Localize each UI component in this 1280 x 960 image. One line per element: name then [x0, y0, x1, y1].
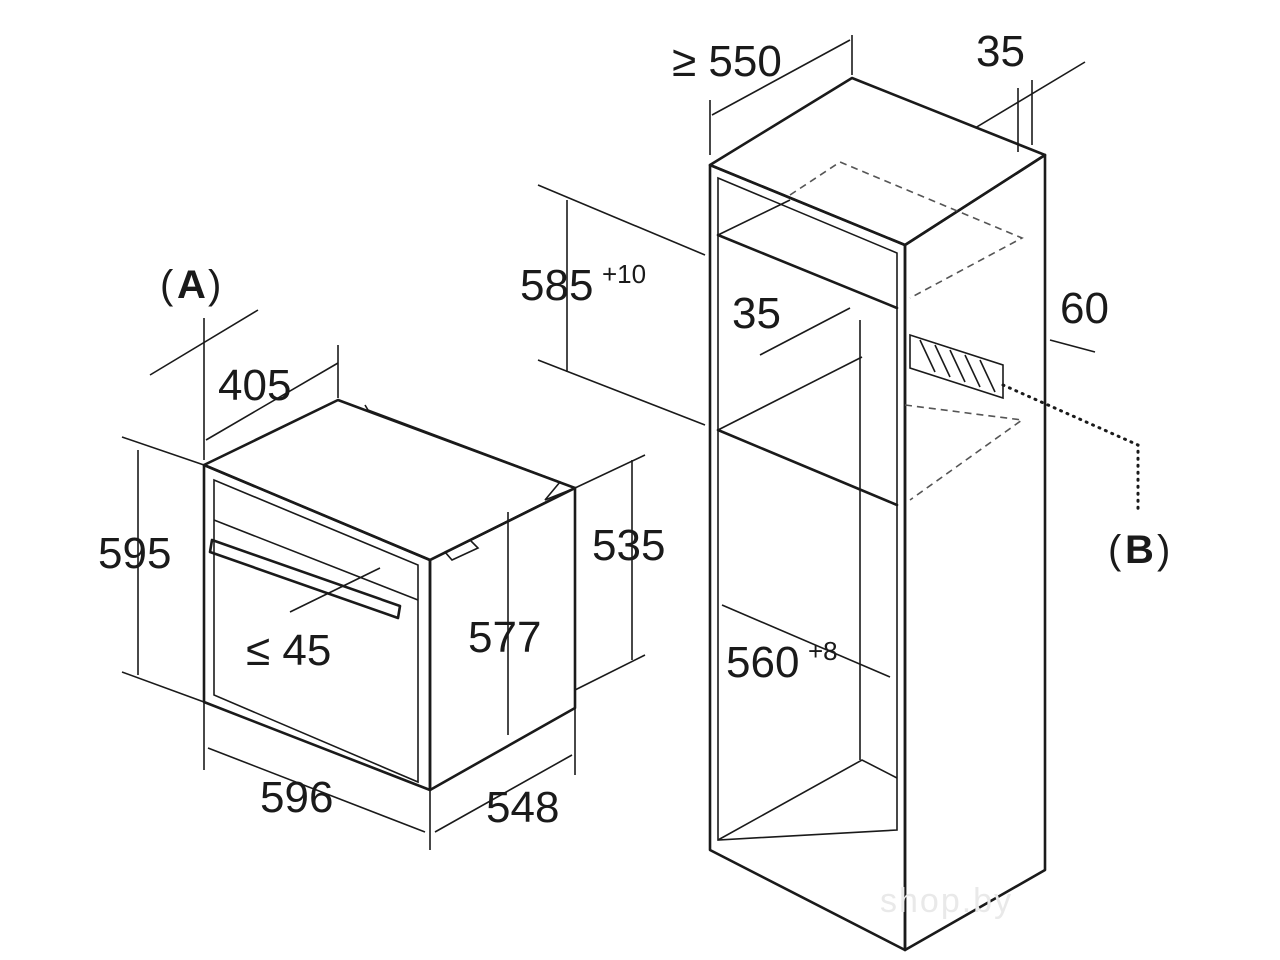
dim-550-label: ≥ 550	[672, 37, 782, 86]
cabinet-top	[708, 76, 1047, 247]
dim-585-ext-top	[537, 184, 706, 256]
vent-opening	[909, 333, 1004, 400]
dim-577-label: 577	[468, 613, 541, 662]
dim-535-ext-bottom	[574, 654, 646, 691]
dim-595-label: 595	[98, 529, 171, 578]
cabinet-base	[717, 759, 898, 841]
dim-535-label: 535	[592, 521, 665, 570]
label-a-close: )	[208, 263, 221, 307]
dim-560-tolerance: +8	[808, 636, 838, 666]
vent-hatching	[919, 339, 996, 393]
dim-405-label: 405	[218, 361, 291, 410]
shelf-dashed-bottom	[904, 404, 1025, 501]
dim-535-ext-top	[574, 454, 646, 489]
label-a: ( A )	[160, 263, 221, 307]
oven-control-strip	[213, 519, 419, 601]
dim-45-line	[289, 567, 381, 613]
cabinet-drawing	[537, 35, 1140, 952]
dim-585-tolerance: +10	[602, 259, 646, 289]
dim-35-top-line	[974, 61, 1086, 129]
dim-585-label: 585	[520, 261, 593, 310]
shelf-dashed-top	[789, 161, 1024, 299]
oven-latch	[443, 539, 480, 561]
dim-45-label: ≤ 45	[246, 626, 331, 675]
oven-top	[202, 398, 577, 562]
label-b-letter: B	[1125, 528, 1154, 572]
dim-548-line	[434, 754, 573, 833]
cabinet-side	[903, 153, 1047, 952]
dim-595-ext-top	[121, 436, 205, 466]
dim-585-ext-bottom	[537, 359, 706, 426]
oven-handle	[208, 538, 402, 620]
cabinet-shelf-bottom-back	[717, 356, 863, 431]
label-a-open: (	[160, 263, 174, 307]
dim-560-label: 560	[726, 638, 799, 687]
cabinet-shelf-bottom	[716, 428, 899, 507]
watermark: shop.by	[880, 882, 1013, 920]
dim-596-label: 596	[260, 773, 333, 822]
dim-550-line	[711, 39, 851, 116]
dim-35-top-label: 35	[976, 27, 1025, 76]
dim-560-line	[721, 604, 891, 678]
dim-596-line	[207, 747, 426, 833]
cabinet-front	[708, 163, 907, 952]
cabinet-shelf-top	[716, 233, 899, 310]
label-b: ( B )	[1108, 528, 1170, 572]
dim-a-line	[149, 309, 259, 376]
dim-548-label: 548	[486, 783, 559, 832]
label-b-close: )	[1157, 528, 1170, 572]
dim-35-inner-label: 35	[732, 289, 781, 338]
cabinet-shelf-top-back	[717, 199, 791, 236]
dim-35-inner-line	[759, 307, 851, 356]
cabinet-inner-opening	[717, 176, 898, 841]
label-b-open: (	[1108, 528, 1122, 572]
dim-60-line	[1049, 339, 1096, 353]
oven-top-ledge	[364, 404, 576, 501]
b-leader	[1001, 383, 1140, 512]
dim-595-ext-bottom	[121, 671, 205, 703]
oven-drawing	[121, 309, 646, 850]
oven-door	[213, 478, 419, 784]
label-a-letter: A	[177, 263, 206, 307]
dim-60-label: 60	[1060, 284, 1109, 333]
dim-405-line	[205, 362, 339, 441]
